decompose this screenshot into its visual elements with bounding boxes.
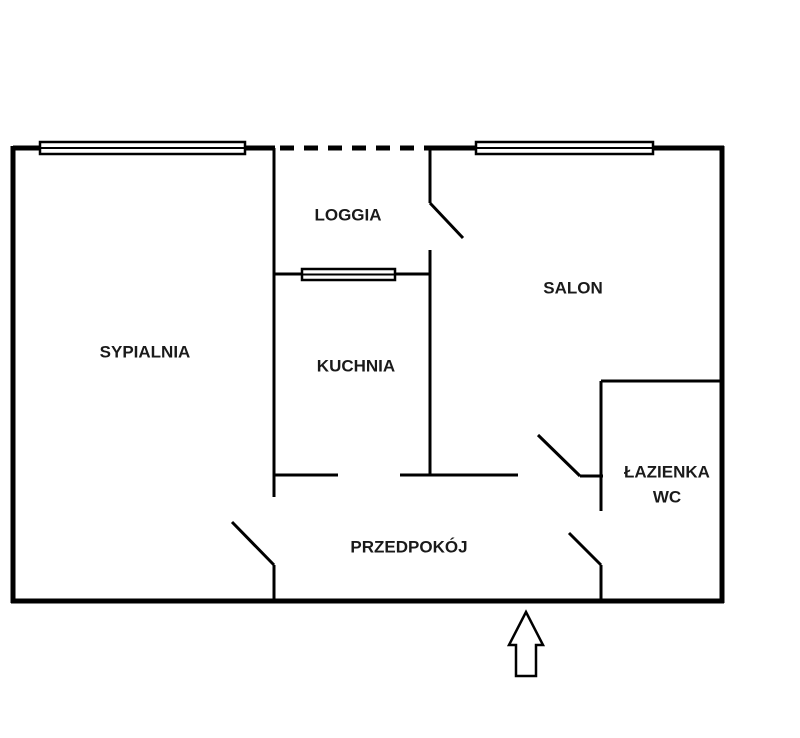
door-bathroom (536, 433, 582, 478)
window-bedroom (38, 140, 247, 156)
door-bedroom (230, 520, 276, 567)
up-arrow-icon (506, 609, 546, 678)
room-label-salon: SALON (543, 278, 603, 297)
window-salon (474, 140, 655, 156)
interior-walls (272, 148, 722, 601)
room-label-wc: WC (653, 487, 681, 506)
room-label-kuchnia: KUCHNIA (317, 356, 395, 375)
door-loggia (428, 201, 465, 240)
room-label-sypialnia: SYPIALNIA (100, 342, 191, 361)
door-entrance (567, 531, 603, 567)
room-label-loggia: LOGGIA (314, 205, 381, 224)
room-label-przedpokoj: PRZEDPOKÓJ (350, 537, 467, 556)
window-kitchen (300, 267, 397, 282)
room-label-lazienka: ŁAZIENKA (624, 462, 710, 481)
